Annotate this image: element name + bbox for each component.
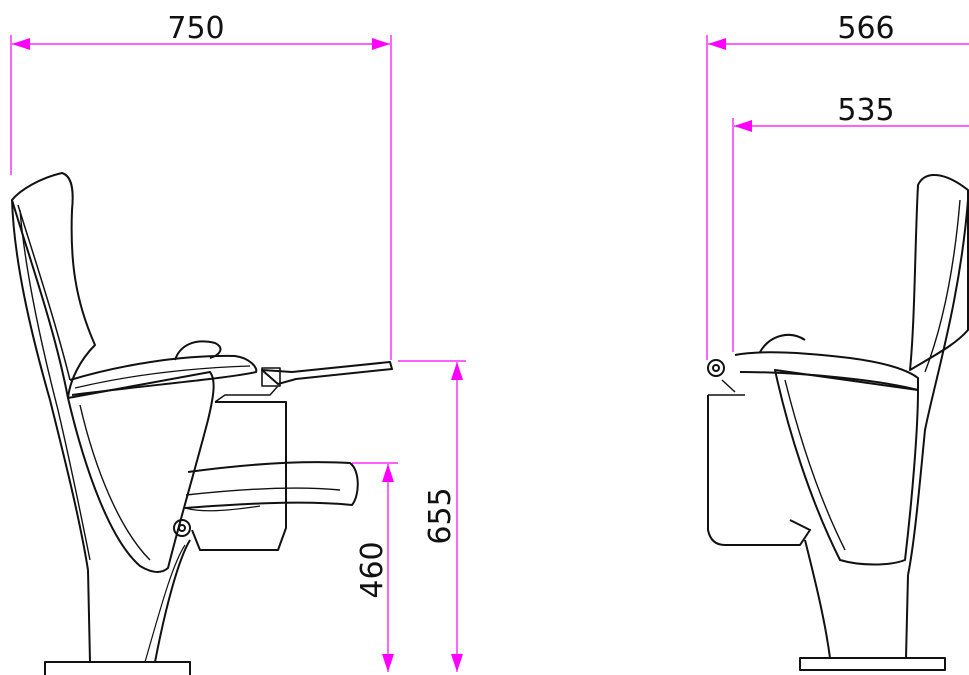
side-base-plate [44, 661, 191, 675]
side-backrest [11, 172, 96, 399]
label-overall-height: 655 [423, 487, 458, 544]
front-base-plate [799, 657, 946, 671]
side-writing-tablet [261, 361, 393, 385]
dimension-lines [10, 35, 969, 672]
side-leg [87, 539, 191, 663]
label-seat-width: 535 [837, 93, 894, 128]
front-view-chair [707, 173, 969, 671]
front-side-panel [774, 369, 919, 566]
label-seat-height: 460 [355, 541, 390, 598]
side-armrest-panel [67, 371, 215, 574]
label-overall-depth: 750 [167, 11, 224, 46]
side-seat [184, 461, 359, 509]
label-overall-width: 566 [837, 11, 894, 46]
side-view-chair [11, 172, 393, 675]
front-leg [804, 539, 909, 659]
